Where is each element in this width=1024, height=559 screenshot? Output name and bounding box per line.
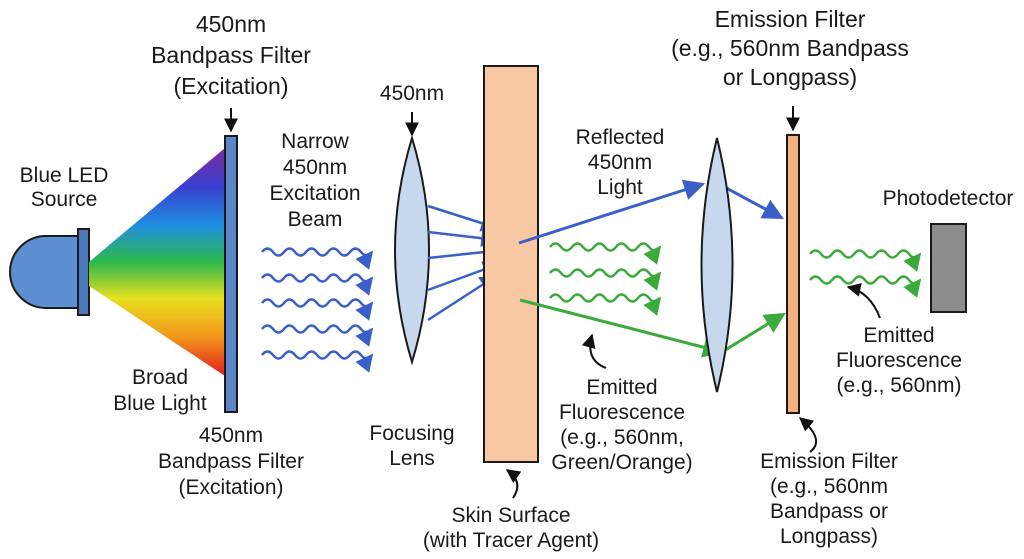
collection-lens — [700, 137, 734, 393]
emission-filter-top-label: Emission Filter (e.g., 560nm Bandpass or L… — [671, 6, 909, 90]
label-line: Photodetector — [883, 187, 1014, 210]
emitted-fluorescence-waves — [549, 242, 662, 316]
label-line: Excitation — [269, 182, 360, 205]
photodetector-box-icon — [930, 223, 967, 313]
focusing-lens — [394, 134, 430, 366]
label-line: Blue LED — [20, 164, 109, 187]
skin-surface-label: Skin Surface(with Tracer Agent) — [423, 504, 599, 552]
filtered-fluorescence-waves — [809, 249, 922, 298]
label-line: or Longpass) — [723, 64, 857, 90]
label-line: Focusing — [369, 422, 454, 445]
label-line: (with Tracer Agent) — [423, 529, 599, 552]
label-line: 450nm — [380, 82, 444, 105]
emitted-ray-to-filter — [721, 312, 786, 354]
label-line: Emitted — [586, 376, 657, 399]
label-line: Blue Light — [113, 392, 207, 415]
label-line: Bandpass Filter — [158, 450, 304, 473]
label-line: Skin Surface — [451, 504, 570, 527]
light-wave — [809, 275, 922, 298]
label-line: 450nm — [283, 156, 347, 179]
label-line: Emission Filter — [760, 450, 898, 473]
photodetector-label: Photodetector — [883, 187, 1014, 210]
converging-rays — [427, 204, 505, 322]
excitation-filter — [224, 135, 238, 413]
label-line: (e.g., 560nm, — [560, 426, 684, 449]
label-line: Emission Filter — [715, 6, 866, 32]
label-line: (e.g., 560nm Bandpass — [671, 35, 909, 61]
broad-light-cone — [89, 148, 225, 376]
emission-filter-bottom-pointer — [798, 417, 818, 453]
label-line: (e.g., 560nm — [770, 475, 888, 498]
label-line: 450nm — [588, 151, 652, 174]
lens-top-label: 450nm — [380, 82, 444, 105]
label-line: Reflected — [576, 126, 665, 149]
excitation-beam — [261, 247, 374, 373]
light-wave — [261, 324, 374, 347]
light-wave — [549, 268, 662, 291]
label-line: (Excitation) — [178, 476, 283, 499]
label-line: 450nm — [196, 11, 266, 37]
label-line: Beam — [288, 208, 343, 231]
label-line: Fluorescence — [559, 401, 685, 424]
label-line: (e.g., 560nm) — [837, 374, 962, 397]
label-line: Fluorescence — [836, 349, 962, 372]
label-line: Lens — [389, 447, 435, 470]
emitted-right-pointer — [846, 282, 881, 319]
led-bulb-icon — [9, 228, 90, 316]
label-line: Emitted — [863, 324, 934, 347]
light-wave — [261, 273, 374, 296]
skin-surface — [483, 65, 539, 463]
skin-pointer — [505, 469, 522, 499]
light-wave — [549, 242, 662, 265]
light-wave — [261, 350, 374, 373]
reflected-ray — [518, 179, 705, 245]
label-line: Source — [31, 188, 98, 211]
emitted-center-pointer — [581, 333, 607, 369]
emitted-ray — [519, 298, 725, 358]
label-line: Bandpass or — [770, 500, 888, 523]
label-line: 450nm — [199, 424, 263, 447]
light-wave — [809, 249, 922, 272]
label-line: (Excitation) — [173, 73, 288, 99]
label-line: Narrow — [281, 130, 350, 153]
label-line: Bandpass Filter — [151, 42, 311, 68]
label-line: Light — [597, 176, 643, 199]
light-wave — [261, 298, 374, 321]
label-line: Green/Orange) — [551, 451, 692, 474]
emission-filter — [786, 134, 800, 414]
label-line: Longpass) — [780, 525, 878, 548]
light-wave — [549, 293, 662, 316]
label-line: Broad — [132, 366, 188, 389]
light-wave — [261, 247, 374, 270]
